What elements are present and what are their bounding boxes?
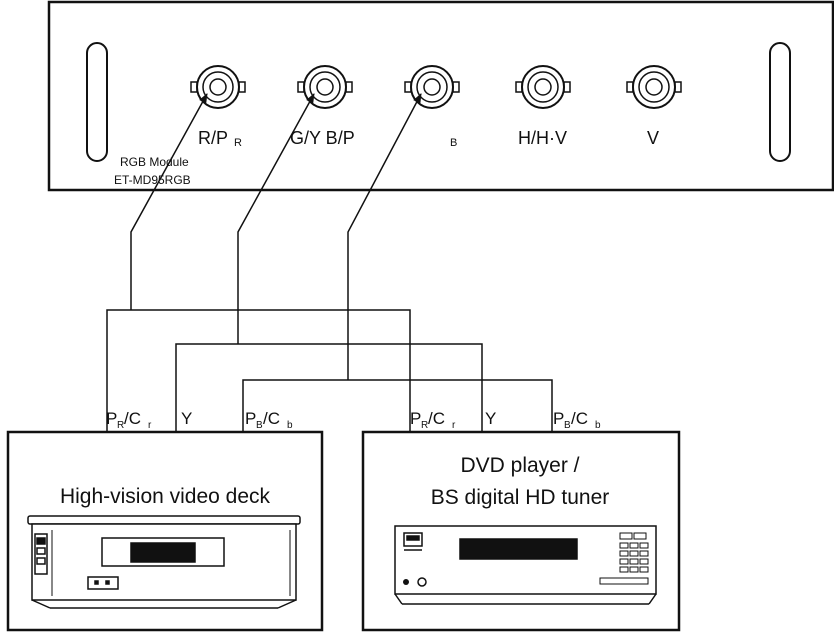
left-input-pb-sub: B [256, 420, 263, 431]
terminal-label-b-sub: B [450, 137, 457, 149]
right-input-pr-csub: r [452, 420, 456, 431]
left-handle [86, 42, 108, 162]
cable-pr [106, 309, 411, 432]
terminal-label-rpr-sub: R [234, 137, 242, 149]
terminal-label-gy-bp: G/Y B/P [290, 128, 355, 148]
left-input-pr-sub: R [117, 420, 124, 431]
dvd-player-icon [394, 525, 657, 605]
bnc-terminal-hhv [515, 65, 571, 109]
device-right-title-line2: BS digital HD tuner [431, 486, 610, 509]
right-input-pb-c: /C [571, 409, 588, 428]
device-right-title-line1: DVD player / [460, 454, 579, 477]
module-name: RGB Module [120, 155, 189, 169]
left-input-pr-csub: r [148, 420, 152, 431]
cables [106, 93, 553, 432]
device-right: P R /C r Y P B /C b DVD player / BS digi… [361, 409, 681, 632]
right-input-pr-c: /C [428, 409, 445, 428]
left-input-y: Y [181, 409, 192, 428]
right-input-y: Y [485, 409, 496, 428]
left-input-pr: P [106, 409, 117, 428]
terminal-label-hhv: H/H·V [518, 128, 567, 148]
cable-y [175, 343, 483, 432]
bnc-terminal-gy [297, 65, 353, 109]
module-panel: R/P R G/Y B/P B H/H·V V RGB Module ET-MD… [47, 0, 834, 192]
left-input-pr-c: /C [124, 409, 141, 428]
right-input-pr: P [410, 409, 421, 428]
cable-pb [242, 379, 553, 432]
module-model: ET-MD95RGB [114, 173, 191, 187]
device-left-title: High-vision video deck [60, 485, 271, 508]
device-left: P R /C r Y P B /C b High-vision video de… [6, 409, 324, 632]
right-input-pb-csub: b [595, 420, 601, 431]
right-input-pb-sub: B [564, 420, 571, 431]
left-input-pb-csub: b [287, 420, 293, 431]
video-deck-icon [27, 515, 301, 609]
terminal-label-rpr: R/P [198, 128, 228, 148]
right-handle [769, 42, 791, 162]
bnc-terminal-bpb [404, 65, 460, 109]
bnc-terminal-rpr [190, 65, 246, 109]
right-input-pr-sub: R [421, 420, 428, 431]
right-input-pb: P [553, 409, 564, 428]
bnc-terminal-v [626, 65, 682, 109]
left-input-pb: P [245, 409, 256, 428]
left-input-pb-c: /C [263, 409, 280, 428]
cable-pr-riser [130, 93, 208, 310]
terminal-label-v: V [647, 128, 659, 148]
cable-pb-riser [347, 93, 422, 380]
cable-y-riser [237, 93, 315, 344]
